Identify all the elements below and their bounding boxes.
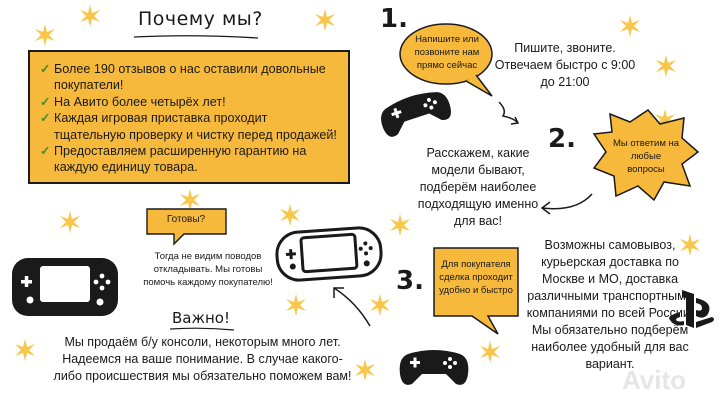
star-icon [480,341,500,363]
reason-item: ✓Каждая игровая приставка проходит тщате… [40,111,337,142]
step-2-number: 2. [548,124,576,154]
star-icon [60,211,80,233]
star-icon [656,55,676,77]
step-2-bubble-text: Мы ответим на любые вопросы [612,138,680,175]
arrow-icon [498,101,520,125]
step-1-bubble-text: Напишите или позвоните нам прямо сейчас [414,34,480,71]
reason-item: ✓Предоставляем расширенную гарантию на к… [40,144,307,175]
title-underline [133,35,259,39]
playstation-logo-icon [669,290,714,328]
reason-item: ✓На Авито более четырёх лет! [40,94,226,109]
star-icon [35,24,55,46]
star-icon [286,294,306,316]
star-icon [15,339,35,361]
check-icon: ✓ [40,111,51,126]
step-2-text: Расскажем, какие модели бывают, подберём… [417,146,539,228]
star-icon [315,9,335,31]
handheld-console-icon [12,258,118,316]
star-icon [80,5,100,27]
star-icon [355,359,375,381]
step-2-bubble-shape [592,109,700,202]
step-1-bubble-shape [399,23,493,97]
check-icon: ✓ [40,62,51,76]
step-1-number: 1. [380,4,408,34]
gamepad-icon [399,350,469,385]
psvita-icon [275,226,383,282]
ready-title: Готовы? [166,214,206,225]
gamepad-icon [381,92,451,137]
step-3-bubble-text: Для покупателя сделка проходит удобно и … [439,259,513,296]
star-icon [390,214,410,236]
step-3-text: Возможны самовывоз, курьерская доставка … [526,238,694,371]
reasons-box: ✓Более 190 отзывов о нас оставили доволь… [28,50,350,184]
star-icon [620,15,640,37]
reason-item: ✓Более 190 отзывов о нас оставили доволь… [40,62,326,93]
ready-speech-shape [146,208,227,246]
step-3-number: 3. [396,266,424,296]
watermark: Avito [622,365,687,395]
step-3-bubble-shape [433,247,519,335]
arrow-icon [540,193,593,215]
check-icon: ✓ [40,144,51,159]
step-1-text: Пишите, звоните. Отвечаем быстро с 9:00 … [494,41,636,89]
arrow-icon [333,287,371,327]
important-title: Важно! [172,309,230,327]
page-title: Почему мы? [138,8,263,30]
ready-text: Тогда не видим поводов откладывать. Мы г… [143,251,273,288]
important-text: Мы продаём б/у консоли, некоторым много … [53,335,352,383]
important-underline [169,327,235,331]
check-icon: ✓ [40,94,51,109]
